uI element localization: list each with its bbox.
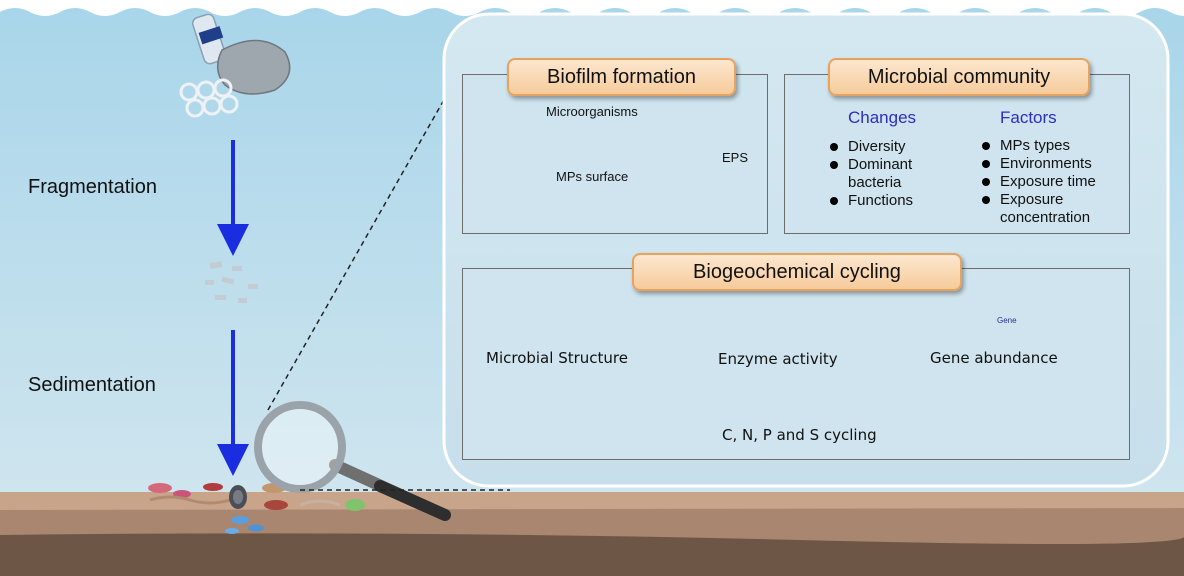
factors-heading: Factors [1000, 108, 1057, 127]
eps-label: EPS [722, 150, 749, 165]
microorganisms-label: Microorganisms [546, 104, 638, 119]
changes-heading: Changes [848, 108, 917, 127]
changes-item: Functions [828, 192, 958, 210]
cycling-result: C, N, P and S cycling [722, 426, 877, 444]
cycling-box [462, 268, 1130, 460]
gene-tag: Gene [997, 316, 1017, 325]
plastic-fragments [205, 261, 258, 303]
biofilm-title: Biofilm formation [507, 58, 736, 96]
sedimentation-label: Sedimentation [28, 374, 156, 396]
factors-item: Exposure concentration [980, 191, 1110, 227]
changes-list: Diversity Dominant bacteria Functions [828, 138, 958, 210]
plastic-bottle-icon [191, 13, 227, 65]
community-box [784, 74, 1130, 234]
factors-item: Environments [980, 155, 1125, 173]
water-surface [0, 0, 1184, 16]
magnifier-icon [254, 401, 451, 521]
factors-list: MPs types Environments Exposure time Exp… [980, 137, 1125, 227]
enzyme-activity-label: Enzyme activity [718, 350, 838, 368]
sediment-microbes-icon [148, 483, 365, 534]
community-title: Microbial community [828, 58, 1090, 96]
six-pack-rings-icon [179, 78, 239, 118]
plastic-bag-icon [216, 39, 291, 95]
zoom-line-top [267, 74, 459, 411]
changes-item: Diversity [828, 138, 958, 156]
cycling-title: Biogeochemical cycling [632, 253, 962, 291]
factors-item: Exposure time [980, 173, 1125, 191]
factors-item: MPs types [980, 137, 1125, 155]
biofilm-box [462, 74, 768, 234]
microbial-structure-label: Microbial Structure [486, 349, 628, 367]
changes-item: Dominant bacteria [828, 156, 928, 192]
mps-surface-label: MPs surface [556, 169, 629, 184]
sediment-bottom [0, 533, 1184, 576]
gene-abundance-label: Gene abundance [930, 349, 1058, 367]
fragmentation-label: Fragmentation [28, 176, 157, 198]
